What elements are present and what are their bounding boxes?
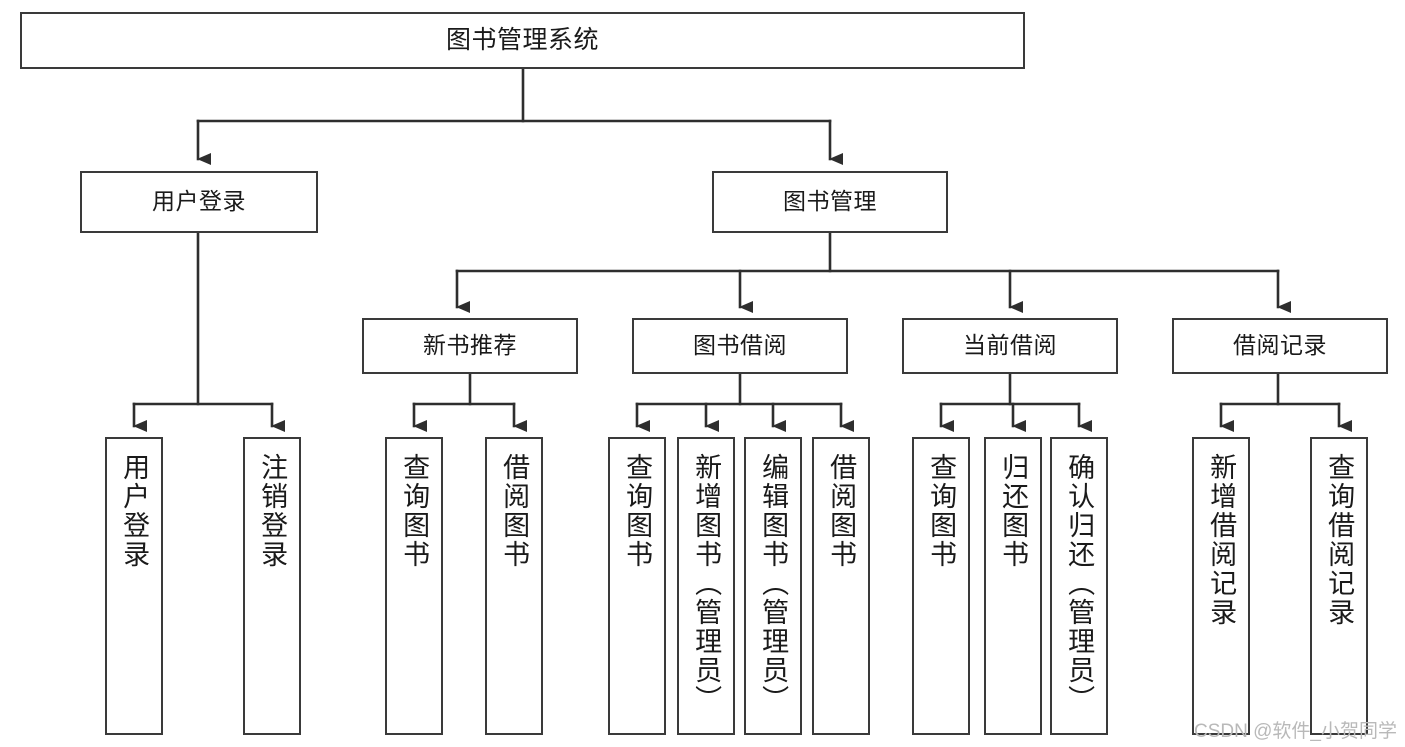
node-leaf-confirm-return-label: 确认归还（管理员） [1064,453,1095,714]
node-user-login[interactable]: 用户登录 [80,171,318,233]
node-leaf-borrow-book-1[interactable]: 借阅图书 [485,437,543,735]
node-new-book-rec-label: 新书推荐 [423,332,517,359]
node-leaf-borrow-book-2[interactable]: 借阅图书 [812,437,870,735]
node-book-borrow-label: 图书借阅 [693,332,787,359]
node-leaf-query-borrow-rec-label: 查询借阅记录 [1324,453,1355,627]
node-borrow-record-label: 借阅记录 [1233,332,1327,359]
node-leaf-add-book-admin[interactable]: 新增图书（管理员） [677,437,735,735]
node-book-manage[interactable]: 图书管理 [712,171,948,233]
node-leaf-borrow-book-1-label: 借阅图书 [499,453,530,569]
node-book-borrow[interactable]: 图书借阅 [632,318,848,374]
node-leaf-borrow-book-2-label: 借阅图书 [826,453,857,569]
node-leaf-logout-login-label: 注销登录 [257,453,288,569]
node-root-label: 图书管理系统 [445,25,599,54]
node-leaf-user-login[interactable]: 用户登录 [105,437,163,735]
node-leaf-query-borrow-rec[interactable]: 查询借阅记录 [1310,437,1368,735]
node-leaf-logout-login[interactable]: 注销登录 [243,437,301,735]
node-leaf-query-book-2[interactable]: 查询图书 [608,437,666,735]
node-leaf-query-book-1[interactable]: 查询图书 [385,437,443,735]
node-leaf-confirm-return[interactable]: 确认归还（管理员） [1050,437,1108,735]
node-new-book-rec[interactable]: 新书推荐 [362,318,578,374]
node-leaf-query-book-2-label: 查询图书 [622,453,653,569]
node-borrow-record[interactable]: 借阅记录 [1172,318,1388,374]
node-leaf-add-borrow-rec[interactable]: 新增借阅记录 [1192,437,1250,735]
node-root[interactable]: 图书管理系统 [20,12,1025,69]
node-current-borrow[interactable]: 当前借阅 [902,318,1118,374]
node-leaf-add-borrow-rec-label: 新增借阅记录 [1206,453,1237,627]
node-book-manage-label: 图书管理 [783,188,877,215]
node-current-borrow-label: 当前借阅 [963,332,1057,359]
node-leaf-query-book-1-label: 查询图书 [399,453,430,569]
node-leaf-edit-book-admin[interactable]: 编辑图书（管理员） [744,437,802,735]
node-leaf-add-book-admin-label: 新增图书（管理员） [691,453,722,714]
node-leaf-user-login-label: 用户登录 [119,453,150,569]
node-leaf-query-book-3[interactable]: 查询图书 [912,437,970,735]
node-user-login-label: 用户登录 [152,188,246,215]
node-leaf-return-book[interactable]: 归还图书 [984,437,1042,735]
node-leaf-query-book-3-label: 查询图书 [926,453,957,569]
node-leaf-edit-book-admin-label: 编辑图书（管理员） [758,453,789,714]
node-leaf-return-book-label: 归还图书 [998,453,1029,569]
